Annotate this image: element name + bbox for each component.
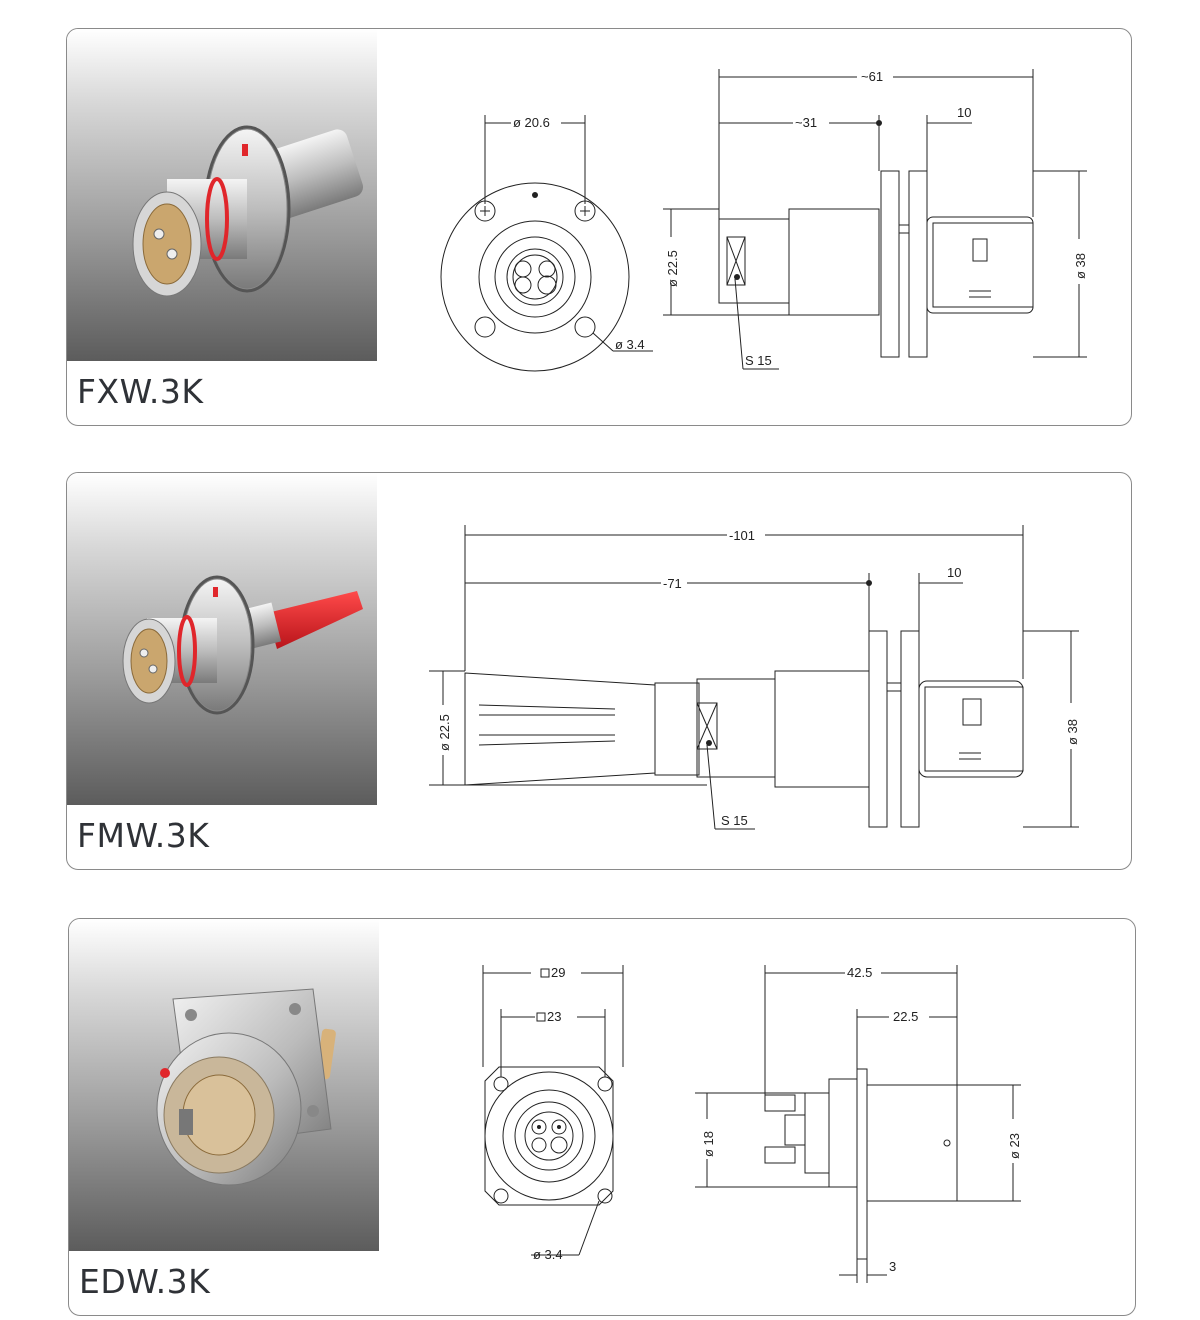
dim-wrench: S 15 [745,353,772,368]
dim-pcd: ø 20.6 [513,115,550,130]
dim-body-dia: ø 22.5 [665,250,680,287]
dim-inner: 23 [547,1009,561,1024]
dim-flange-dia: ø 38 [1073,253,1088,279]
dim-hole: ø 3.4 [615,337,645,352]
dim-hole: ø 3.4 [533,1247,563,1262]
technical-drawing-fmw: -101 -71 10 ø 22.5 ø 38 S 15 [429,525,1080,830]
connector-render-edw [156,988,336,1186]
dim-body-dia: ø 22.5 [437,714,452,751]
dim-front-dia: ø 23 [1007,1133,1022,1159]
dim-flange-dia: ø 38 [1065,719,1080,745]
dim-flange: 10 [957,105,971,120]
dim-outer: 29 [551,965,565,980]
dim-body: ~31 [795,115,817,130]
technical-drawing-edw: 29 23 ø 3.4 42.5 22.5 ø 18 ø 23 3 [482,965,1022,1283]
dim-rear-dia: ø 18 [701,1131,716,1157]
product-card-fmw: FMW.3K [66,472,1132,870]
connector-render-fxw [132,125,364,297]
dim-body: -71 [663,576,682,591]
model-label: FMW.3K [77,816,210,855]
dim-total: ~61 [861,69,883,84]
product-card-fxw: FXW.3K [66,28,1132,426]
product-photo [67,473,377,805]
model-label: FXW.3K [77,372,204,411]
dim-total: 42.5 [847,965,872,980]
dim-total: -101 [729,528,755,543]
connector-render-fmw [122,575,363,715]
dim-flange: 10 [947,565,961,580]
dim-flange: 3 [889,1259,896,1274]
product-card-edw: EDW.3K [68,918,1136,1316]
dim-wrench: S 15 [721,813,748,828]
dim-front: 22.5 [893,1009,918,1024]
technical-drawing-fxw: ø 20.6 ø 3.4 ~61 ~31 10 ø 22.5 ø 38 S 15 [440,69,1088,372]
product-photo [67,29,377,361]
model-label: EDW.3K [79,1262,211,1301]
product-photo [69,919,379,1251]
